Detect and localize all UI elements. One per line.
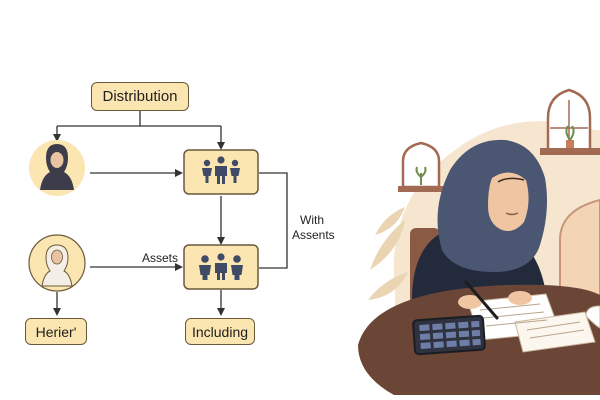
woman-avatar-bottom: [28, 234, 86, 292]
edge-label-with: With: [300, 213, 324, 227]
paper-documents: [467, 293, 596, 353]
including-node: Including: [185, 318, 255, 345]
family-icon: [202, 156, 240, 184]
distribution-node: Distribution: [91, 82, 189, 111]
leaf-decoration: [368, 207, 408, 300]
calculator-icon: [412, 314, 486, 356]
group-people-icon: [199, 253, 243, 280]
arched-window: [540, 88, 600, 155]
woman-avatar-top: [29, 140, 85, 196]
wall-niche: [398, 141, 444, 192]
edge-label-assets: Assets: [142, 251, 179, 265]
edge-label-assents: Assents: [292, 228, 335, 242]
heir-node: Herier': [25, 318, 87, 345]
pen-icon: [464, 280, 499, 320]
